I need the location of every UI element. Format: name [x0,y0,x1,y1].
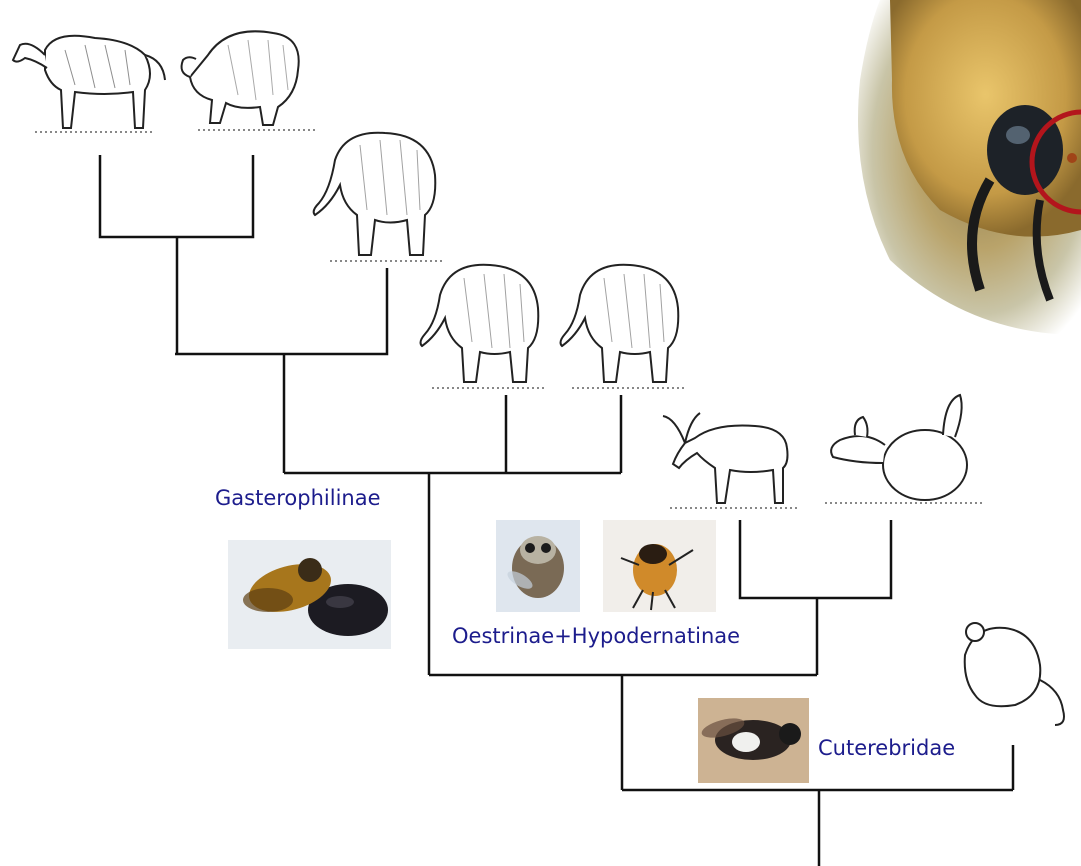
elephant-sketch-3 [552,250,692,395]
label-gasterophilinae: Gasterophilinae [215,486,381,510]
horse-sketch [5,0,175,140]
label-oestrinae-hypodermatinae: Oestrinae+Hypodernatinae [452,624,740,648]
branch-elephant-top [175,268,387,354]
botfly-with-pupa-photo [228,540,391,649]
bee-closeup-photo [850,0,1081,335]
elephant-sketch-1 [305,115,450,270]
branch-moose-rabbit [740,520,891,598]
moose-sketch [655,398,805,513]
branch-horse-rhino [100,155,253,237]
elephant-sketch-2 [412,250,552,395]
rabbit-sketch [815,385,990,510]
oestrid-fly-photo [496,520,580,612]
branch-elephant-pair [506,395,621,473]
cuterebrid-fly-photo [698,698,809,783]
hypodermatine-fly-photo [603,520,716,612]
label-cuterebridae: Cuterebridae [818,736,955,760]
mouse-sketch [935,610,1081,730]
